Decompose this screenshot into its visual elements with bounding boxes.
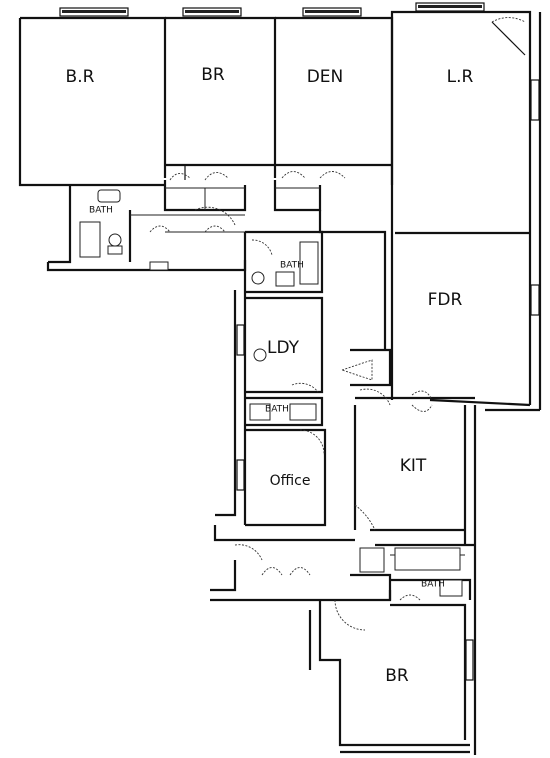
fridge-icon <box>359 547 385 573</box>
room-label-kitchen: KIT <box>400 456 427 476</box>
room-label-laundry: LDY <box>267 338 300 358</box>
room-label-bath-3: BATH <box>265 405 289 415</box>
shower-icon <box>299 241 319 285</box>
room-labels: B.R BR DEN L.R FDR BATH BATH LDY BATH Of… <box>66 65 474 686</box>
room-label-bedroom-2: BR <box>201 65 225 85</box>
room-label-office: Office <box>270 473 311 489</box>
room-label-bath-2: BATH <box>280 261 304 271</box>
fixtures <box>79 189 463 597</box>
toilet-icon <box>108 233 122 247</box>
toilet-icon <box>439 579 463 597</box>
tub-icon <box>79 221 101 258</box>
room-label-bedroom-3: BR <box>385 666 409 686</box>
room-label-living-room: L.R <box>447 67 474 87</box>
room-label-formal-dining: FDR <box>428 290 463 310</box>
walls <box>18 10 542 755</box>
toilet-icon <box>251 271 265 285</box>
sink-icon <box>97 189 121 203</box>
doors <box>149 17 526 631</box>
counter-icon <box>394 547 461 571</box>
room-label-bath-4: BATH <box>421 580 445 590</box>
washer-icon <box>253 348 267 362</box>
windows <box>59 2 540 681</box>
room-label-bedroom-1: B.R <box>66 67 95 87</box>
room-label-den: DEN <box>307 67 344 87</box>
sink-icon <box>275 271 295 287</box>
room-label-bath-1: BATH <box>89 206 113 216</box>
